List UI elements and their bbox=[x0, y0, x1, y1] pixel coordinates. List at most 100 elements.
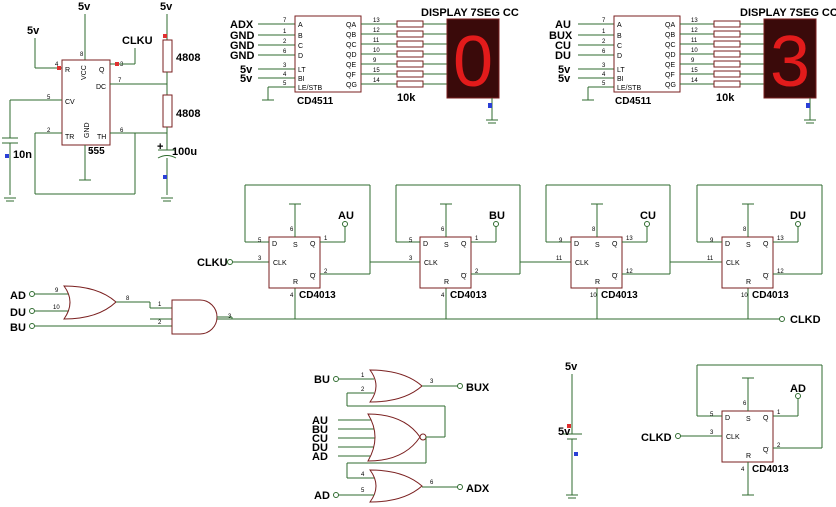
decoder-2-resistor-label: 10k bbox=[716, 92, 735, 104]
decoder-2-pnum-qc: 11 bbox=[691, 38, 698, 44]
ff-3-pin-q: Q bbox=[612, 241, 618, 248]
decoder-1-pin-qc: QC bbox=[346, 42, 357, 49]
decoder-1-pnum-c: 2 bbox=[283, 39, 287, 45]
decoder-2-resistor-array bbox=[713, 20, 764, 88]
decoder-2-pnum-qe: 9 bbox=[691, 58, 695, 64]
ff-4-pin-r: R bbox=[746, 279, 751, 286]
decoder-2-pin-a: A bbox=[617, 22, 622, 29]
timer-pin-r: R bbox=[65, 67, 70, 74]
ff-2-pnum-q: 1 bbox=[475, 236, 479, 242]
ff-2-pin-clk: CLK bbox=[424, 260, 438, 267]
decoder-2-pin-lt: LT bbox=[617, 67, 625, 74]
ff-1-pnum-qbar: 2 bbox=[324, 269, 328, 275]
ff-1-clock-label: CLKU bbox=[197, 257, 228, 269]
bux-output-label: BUX bbox=[466, 382, 490, 394]
bux-or-pnum-b: 2 bbox=[361, 387, 365, 393]
ff-5-pin-r: R bbox=[746, 453, 751, 460]
decoder-1-pnum-qd: 10 bbox=[373, 48, 380, 54]
decoder-2-pnum-a: 7 bbox=[602, 18, 606, 24]
decoder-1-pin-bi: BI bbox=[298, 76, 305, 83]
ff-2-pin-r: R bbox=[444, 279, 449, 286]
timer-pin-dc: DC bbox=[96, 84, 106, 91]
reset-or-input-a-label: AD bbox=[10, 290, 26, 302]
decoder-1-pnum-qa: 13 bbox=[373, 18, 380, 24]
decoder-2-pin-lestb: LE/STB bbox=[617, 85, 641, 92]
timer-vcc-top-label: 5v bbox=[78, 1, 91, 13]
decoder-2-lt-label: 5v bbox=[558, 64, 571, 76]
decoder-1-pin-b: B bbox=[298, 33, 303, 40]
decoder-1-resistor-array bbox=[396, 20, 447, 88]
adx-or-gate bbox=[369, 469, 423, 503]
timer-pnum-vcc: 8 bbox=[80, 52, 84, 58]
ff-1-pin-qbar: Q bbox=[310, 273, 316, 280]
ff-2-pnum-s: 6 bbox=[441, 227, 445, 233]
ff-2-pnum-r: 4 bbox=[441, 293, 445, 299]
decoder-2-input-a-label: AU bbox=[555, 19, 571, 31]
ff-4-pin-clk: CLK bbox=[726, 260, 740, 267]
timer-resistor-1 bbox=[162, 39, 173, 73]
decoder-1-pnum-qg: 14 bbox=[373, 78, 380, 84]
decoder-2-pin-qa: QA bbox=[665, 22, 675, 29]
decoder-1-pin-c: C bbox=[298, 43, 303, 50]
ff-1-output-label: AU bbox=[338, 210, 354, 222]
decoder-2-pnum-qb: 12 bbox=[691, 28, 698, 34]
ff-1-pnum-s: 6 bbox=[290, 227, 294, 233]
decoder-2-pin-d: D bbox=[617, 53, 622, 60]
ff-2-pnum-clk: 3 bbox=[409, 256, 413, 262]
ff-5-pnum-clk: 3 bbox=[710, 430, 714, 436]
battery-label: 5v bbox=[558, 426, 571, 438]
ff-1-pnum-q: 1 bbox=[324, 236, 328, 242]
timer-pin-th: TH bbox=[97, 134, 106, 141]
ff-4-pnum-clk: 11 bbox=[707, 256, 714, 262]
ff-4-pin-d: D bbox=[725, 241, 730, 248]
ff-1-part-label: CD4013 bbox=[299, 290, 336, 301]
display-1-digit: 0 bbox=[453, 22, 493, 102]
ff-5-pnum-qbar: 2 bbox=[777, 443, 781, 449]
ff-4-output-label: DU bbox=[790, 210, 806, 222]
battery-top-label: 5v bbox=[565, 361, 578, 373]
decoder-1-input-c-label: GND bbox=[230, 40, 255, 52]
ff-2-output-label: BU bbox=[489, 210, 505, 222]
timer-pnum-cv: 5 bbox=[47, 95, 51, 101]
ff-4-pnum-r: 10 bbox=[741, 293, 748, 299]
ff-4-part-label: CD4013 bbox=[752, 290, 789, 301]
ff-3-pnum-r: 10 bbox=[590, 293, 597, 299]
ff-5-part-label: CD4013 bbox=[752, 464, 789, 475]
decoder-1-pnum-qb: 12 bbox=[373, 28, 380, 34]
nor-input-5-label: AD bbox=[312, 451, 328, 463]
ff-5-output-label: AD bbox=[790, 383, 806, 395]
decoder-1-bi-label: 5v bbox=[240, 73, 253, 85]
timer-pnum-q: 3 bbox=[120, 62, 124, 68]
reset-and-input-label: BU bbox=[10, 322, 26, 334]
decoder-2-bi-label: 5v bbox=[558, 73, 571, 85]
ff-5-pin-clk: CLK bbox=[726, 434, 740, 441]
bux-gate1-input-label: BU bbox=[314, 374, 330, 386]
bux-adx-logic: BU 1 2 3 BUX AU BU CU DU AD 4 5 6 AD bbox=[312, 369, 490, 503]
display-1-body bbox=[446, 18, 500, 99]
ff-1-pnum-clk: 3 bbox=[258, 256, 262, 262]
ff-3-pnum-qbar: 12 bbox=[626, 269, 633, 275]
ff-3-pin-r: R bbox=[595, 279, 600, 286]
decoder-1-pin-qb: QB bbox=[346, 32, 356, 39]
timer-c2-label: 100u bbox=[172, 146, 197, 158]
ff-4: DU D S Q CLK R Q 9 8 13 11 10 12 CD4013 bbox=[696, 184, 823, 301]
ff-5-pnum-r: 4 bbox=[741, 467, 745, 473]
timer-555: 5v 5v 5v R VCC Q DC CV TR GND TH 4 8 3 7… bbox=[2, 1, 200, 202]
ff-3-pnum-clk: 11 bbox=[556, 256, 563, 262]
decoder-2-pin-qf: QF bbox=[665, 72, 675, 79]
timer-part-label: 555 bbox=[88, 146, 105, 157]
ff-2: BU D S Q CLK R Q 5 6 1 3 4 2 CD4013 bbox=[395, 184, 571, 301]
ff-2-pnum-d: 5 bbox=[409, 238, 413, 244]
ff-5-pnum-s: 6 bbox=[743, 401, 747, 407]
ff-5-pin-d: D bbox=[725, 415, 730, 422]
display-2-digit: 3 bbox=[770, 22, 810, 102]
ff-5-pnum-d: 5 bbox=[710, 412, 714, 418]
decoder-2-pin-qc: QC bbox=[665, 42, 676, 49]
ff-2-part-label: CD4013 bbox=[450, 290, 487, 301]
decoder-2: AU BUX CU DU 5v 5v A B C D LT BI LE/STB … bbox=[549, 7, 836, 124]
nor-input-2-label: BU bbox=[312, 424, 328, 436]
decoder-2-pnum-qd: 10 bbox=[691, 48, 698, 54]
decoder-1-ic-body bbox=[294, 15, 362, 93]
ff-3-pin-clk: CLK bbox=[575, 260, 589, 267]
